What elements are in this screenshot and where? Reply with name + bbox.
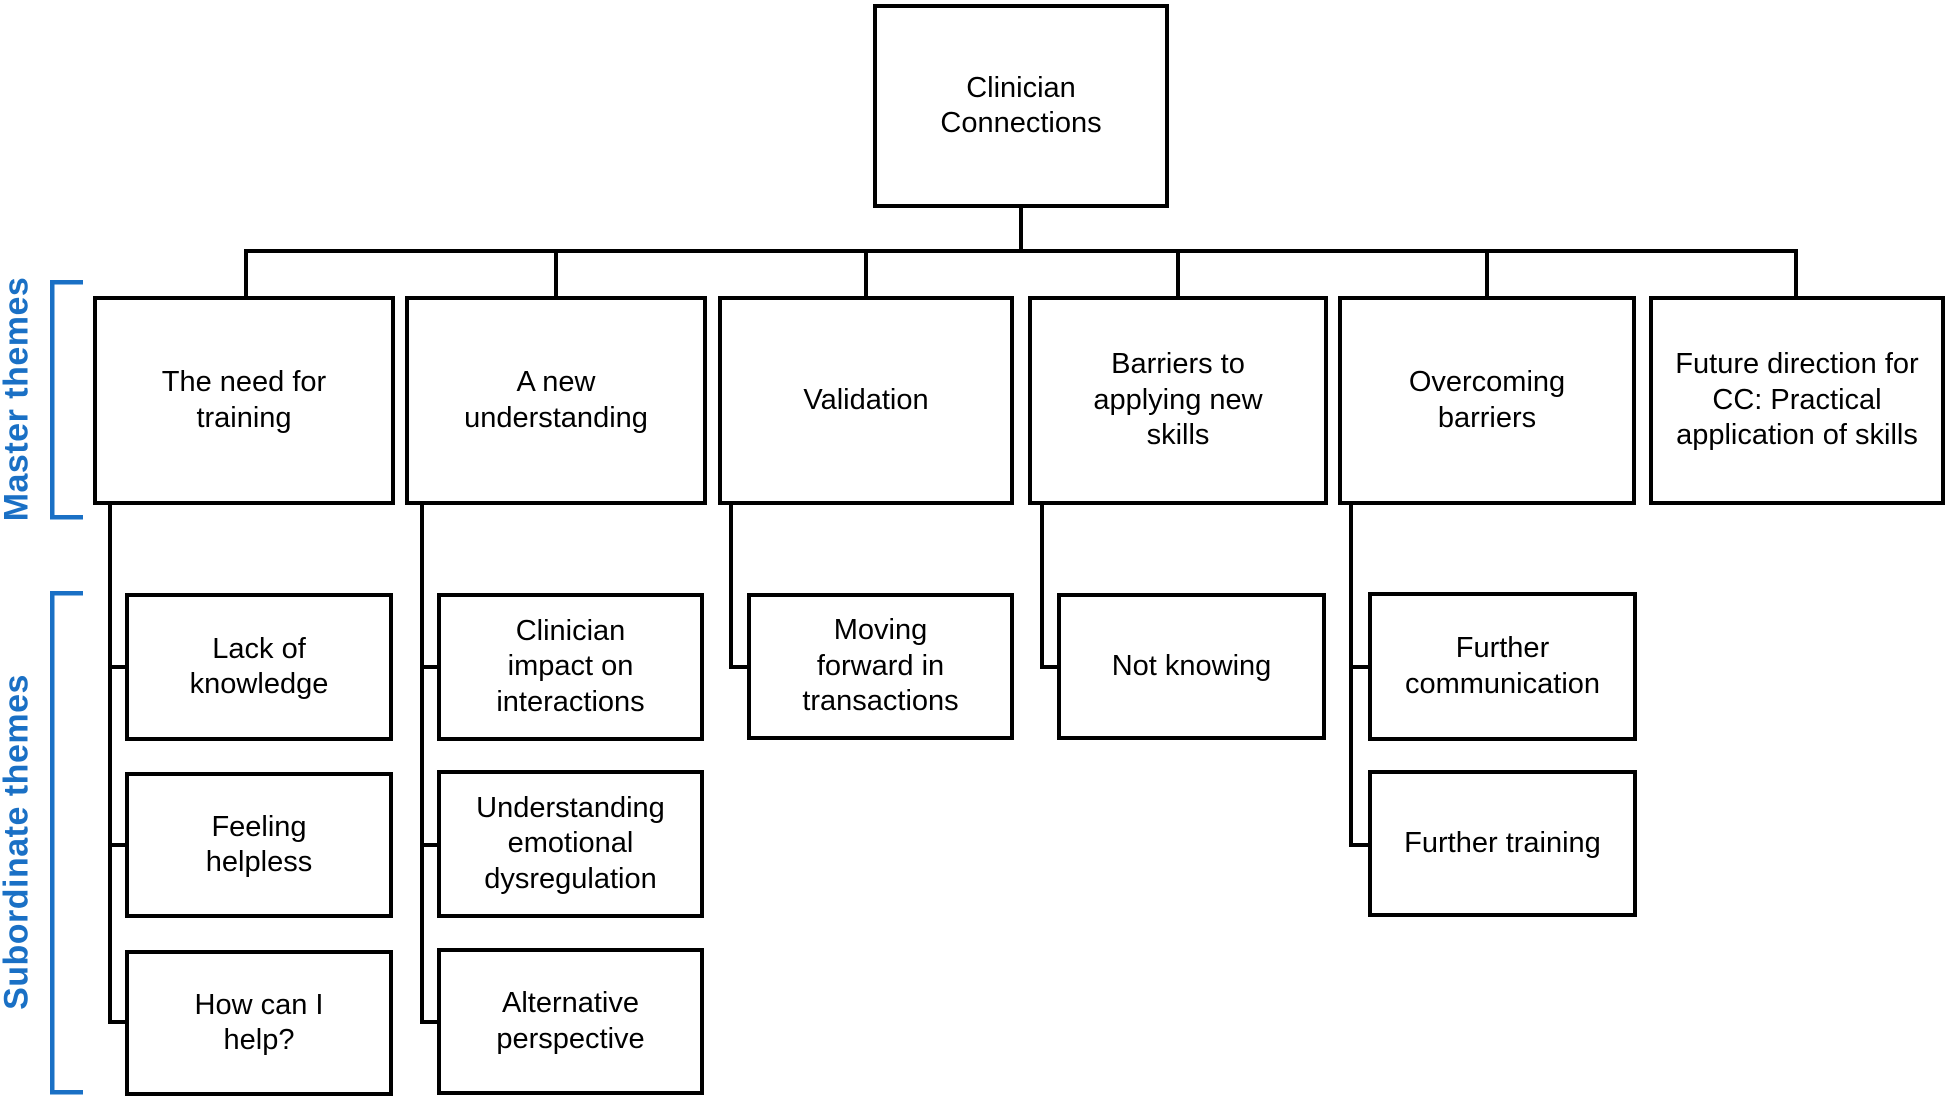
- node-not-knowing-label: Not knowing: [1111, 649, 1272, 682]
- node-the-need-for-training-label: The need for training: [161, 366, 327, 434]
- node-moving-forward-in-transactions-label: Moving forward in transactions: [802, 614, 959, 718]
- node-future-direction-for-cc-label: Future direction for CC: Practical appli…: [1675, 348, 1919, 452]
- node-further-training: Further training: [1368, 770, 1637, 917]
- node-how-can-i-help-label: How can I help?: [194, 988, 324, 1056]
- node-further-training-label: Further training: [1404, 826, 1601, 859]
- node-further-communication: Further communication: [1368, 592, 1637, 741]
- node-feeling-helpless-label: Feeling helpless: [205, 810, 313, 878]
- master-themes-bracket: [49, 279, 83, 520]
- node-clinician-impact-on-interactions: Clinician impact on interactions: [437, 593, 704, 741]
- subordinate-themes-label: Subordinate themes: [0, 674, 36, 1010]
- node-understanding-emotional-dysregulation-label: Understanding emotional dysregulation: [476, 791, 665, 895]
- node-clinician-connections-label: Clinician Connections: [940, 71, 1102, 139]
- node-a-new-understanding-label: A new understanding: [464, 366, 648, 434]
- node-overcoming-barriers: Overcoming barriers: [1338, 296, 1636, 505]
- node-future-direction-for-cc: Future direction for CC: Practical appli…: [1649, 296, 1945, 505]
- node-the-need-for-training: The need for training: [93, 296, 395, 505]
- node-not-knowing: Not knowing: [1057, 593, 1326, 740]
- node-barriers-to-applying-new-skills-label: Barriers to applying new skills: [1093, 348, 1263, 452]
- node-alternative-perspective: Alternative perspective: [437, 948, 704, 1095]
- tree-connector-group: [108, 206, 1798, 1024]
- node-clinician-connections: Clinician Connections: [873, 4, 1169, 208]
- node-understanding-emotional-dysregulation: Understanding emotional dysregulation: [437, 770, 704, 918]
- node-moving-forward-in-transactions: Moving forward in transactions: [747, 593, 1014, 740]
- node-barriers-to-applying-new-skills: Barriers to applying new skills: [1028, 296, 1328, 505]
- node-how-can-i-help: How can I help?: [125, 950, 393, 1096]
- node-alternative-perspective-label: Alternative perspective: [496, 987, 645, 1055]
- master-themes-label: Master themes: [0, 276, 36, 522]
- node-lack-of-knowledge: Lack of knowledge: [125, 593, 393, 741]
- node-feeling-helpless: Feeling helpless: [125, 772, 393, 918]
- node-validation: Validation: [718, 296, 1014, 505]
- node-a-new-understanding: A new understanding: [405, 296, 707, 505]
- node-validation-label: Validation: [803, 383, 929, 416]
- subordinate-themes-bracket: [49, 590, 83, 1095]
- node-overcoming-barriers-label: Overcoming barriers: [1408, 366, 1566, 434]
- node-clinician-impact-on-interactions-label: Clinician impact on interactions: [496, 614, 645, 718]
- node-further-communication-label: Further communication: [1404, 632, 1601, 700]
- node-lack-of-knowledge-label: Lack of knowledge: [189, 632, 329, 700]
